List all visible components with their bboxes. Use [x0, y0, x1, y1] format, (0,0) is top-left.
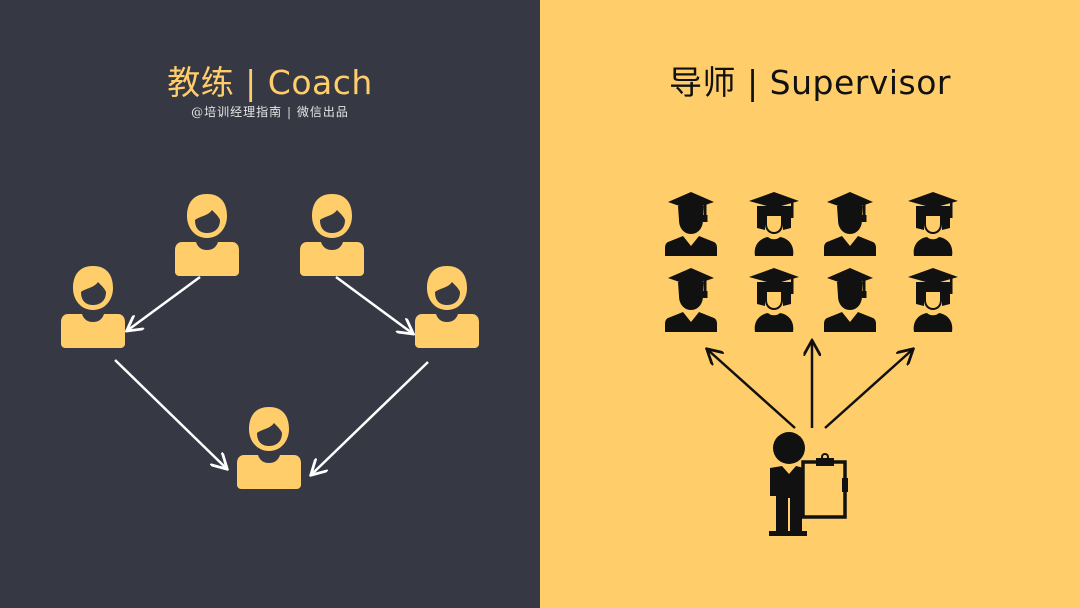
supervisor-clipboard-icon [767, 432, 850, 538]
coach-subtitle: @培训经理指南 | 微信出品 [191, 105, 349, 119]
graduate-female-icon [907, 268, 959, 332]
supervisor-diagram [665, 192, 959, 538]
graduate-male-icon [665, 268, 717, 332]
coach-panel: 教练 | Coach @培训经理指南 | 微信出品 [0, 0, 540, 608]
graduate-male-icon [824, 192, 876, 256]
person-icon-top-left [175, 194, 239, 276]
person-icon-top-right [300, 194, 364, 276]
graduate-male-icon [665, 192, 717, 256]
supervisor-panel: 导师 | Supervisor [540, 0, 1080, 608]
person-icon-bottom [237, 407, 301, 489]
graduate-female-icon [907, 192, 959, 256]
coach-diagram [61, 194, 479, 489]
graduate-female-icon [748, 192, 800, 256]
person-icon-mid-right [415, 266, 479, 348]
coach-title: 教练 | Coach [167, 63, 373, 102]
graduate-male-icon [824, 268, 876, 332]
supervisor-title: 导师 | Supervisor [669, 63, 951, 102]
graduate-female-icon [748, 268, 800, 332]
person-icon-mid-left [61, 266, 125, 348]
